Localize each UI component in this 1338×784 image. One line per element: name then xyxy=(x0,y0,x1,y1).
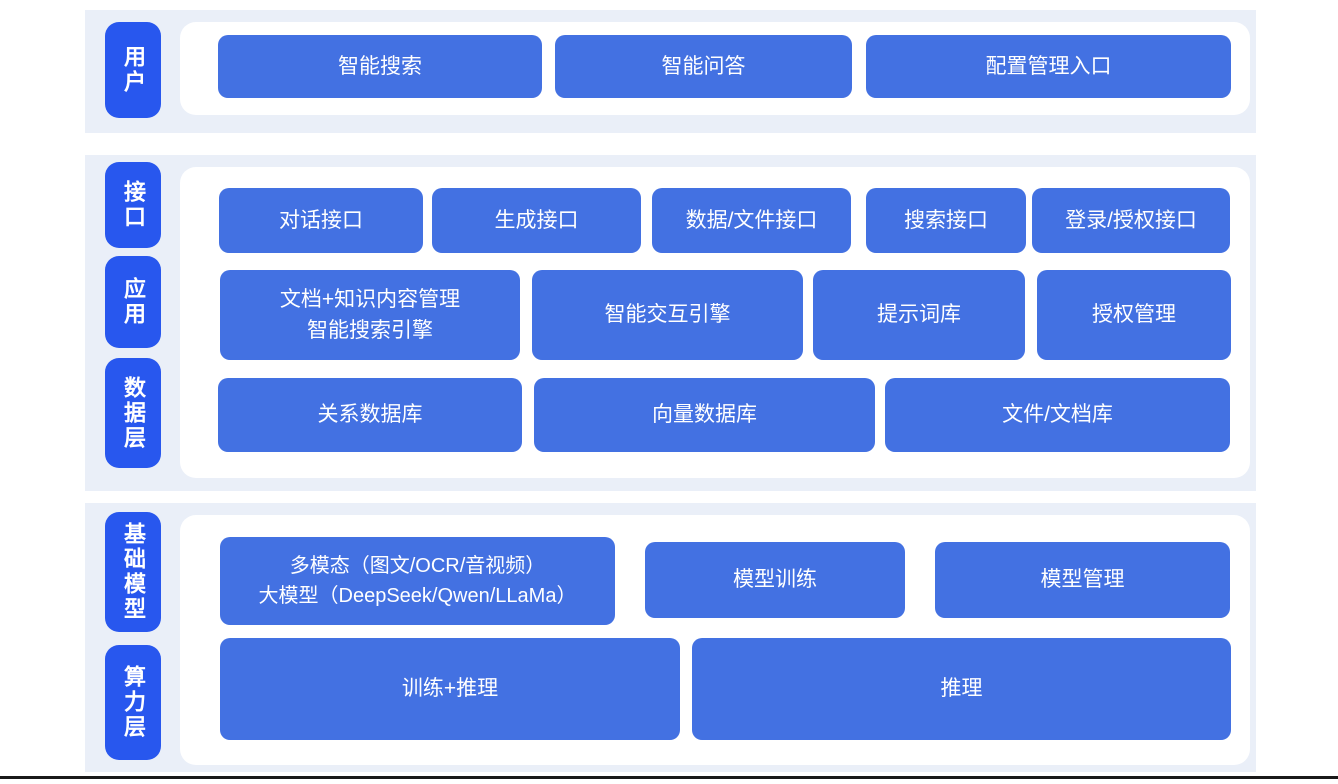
box-dialog-api: 对话接口 xyxy=(219,188,423,253)
box-search-api: 搜索接口 xyxy=(866,188,1026,253)
box-auth-management: 授权管理 xyxy=(1037,270,1231,360)
box-doc-knowledge-search-engine: 文档+知识内容管理 智能搜索引擎 xyxy=(220,270,520,360)
layer-label-foundation-model-text: 基础模型 xyxy=(121,522,146,622)
box-vector-db: 向量数据库 xyxy=(534,378,875,452)
box-smart-qa: 智能问答 xyxy=(555,35,852,98)
layer-label-api: 接口 xyxy=(105,162,161,248)
box-login-auth-api: 登录/授权接口 xyxy=(1032,188,1230,253)
box-file-doc-store: 文件/文档库 xyxy=(885,378,1230,452)
box-relational-db: 关系数据库 xyxy=(218,378,522,452)
box-prompt-library: 提示词库 xyxy=(813,270,1025,360)
box-model-training: 模型训练 xyxy=(645,542,905,618)
bottom-rule xyxy=(0,776,1338,779)
layer-label-foundation-model: 基础模型 xyxy=(105,512,161,632)
box-interaction-engine: 智能交互引擎 xyxy=(532,270,803,360)
layer-label-api-text: 接口 xyxy=(121,180,146,230)
box-smart-search: 智能搜索 xyxy=(218,35,542,98)
box-config-entry: 配置管理入口 xyxy=(866,35,1231,98)
layer-label-compute: 算力层 xyxy=(105,645,161,760)
layer-label-application: 应用 xyxy=(105,256,161,348)
layer-label-data-text: 数据层 xyxy=(121,375,146,451)
box-multimodal-llm: 多模态（图文/OCR/音视频） 大模型（DeepSeek/Qwen/LLaMa） xyxy=(220,537,615,625)
box-data-file-api: 数据/文件接口 xyxy=(652,188,851,253)
box-model-management: 模型管理 xyxy=(935,542,1230,618)
box-inference: 推理 xyxy=(692,638,1231,740)
layer-label-compute-text: 算力层 xyxy=(121,665,146,740)
layer-label-data: 数据层 xyxy=(105,358,161,468)
layer-label-user-text: 用户 xyxy=(121,45,146,95)
layer-label-user: 用户 xyxy=(105,22,161,118)
box-generate-api: 生成接口 xyxy=(432,188,641,253)
layer-label-application-text: 应用 xyxy=(121,277,146,327)
box-training-inference: 训练+推理 xyxy=(220,638,680,740)
